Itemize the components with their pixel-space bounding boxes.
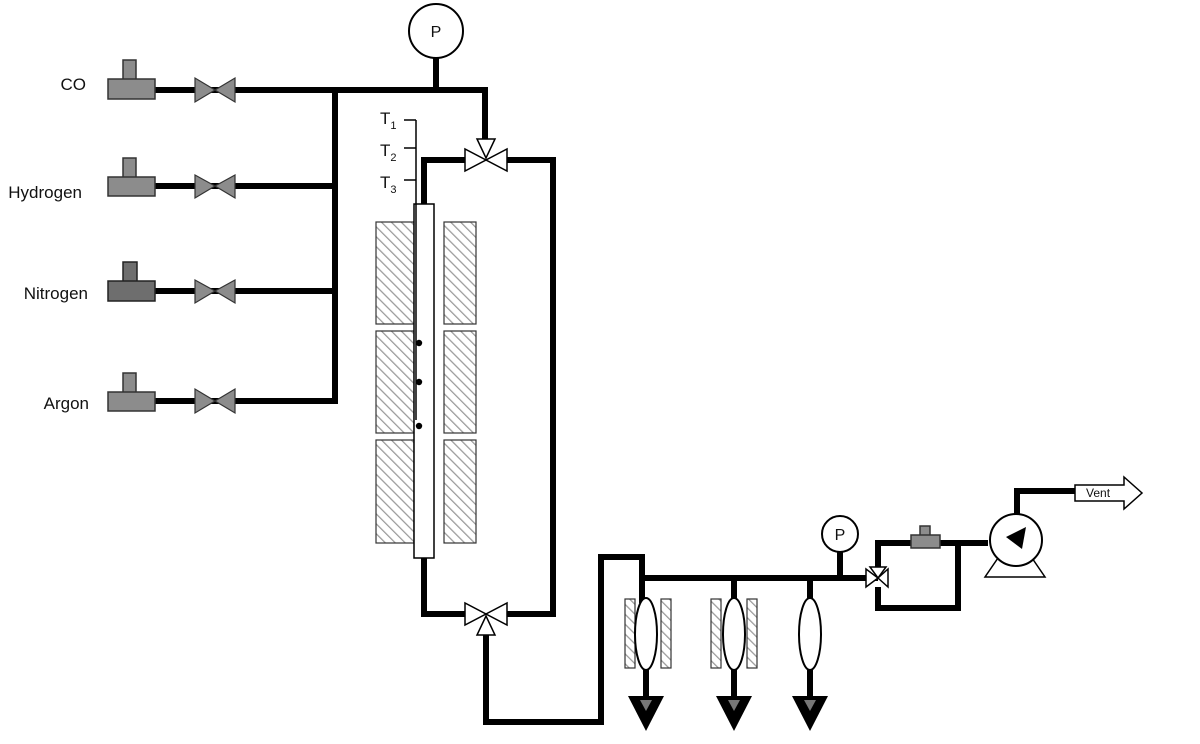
thermocouple-bundle [404, 119, 423, 430]
trap-pipes [639, 552, 878, 697]
heater-left-bottom [375, 439, 415, 544]
valve-argon-icon [194, 387, 236, 415]
vent-line [1014, 488, 1078, 525]
transfer-line [483, 554, 645, 725]
valve-co-icon [194, 76, 236, 104]
cold-trap-1 [634, 597, 658, 671]
reactor-tube [413, 203, 435, 559]
heater-left-middle [375, 330, 415, 434]
reactor-pipes [421, 157, 645, 725]
vent-label: Vent [1086, 486, 1111, 500]
trap2-jacket-right [746, 598, 758, 669]
drain-arrow-2-icon [716, 696, 752, 731]
heater-left-top [375, 221, 415, 325]
cold-trap-3 [798, 597, 822, 671]
gas-label-hydrogen: Hydrogen [8, 183, 82, 202]
heater-right-top [443, 221, 477, 325]
cold-trap-2 [722, 597, 746, 671]
mfc-hydrogen-icon [107, 157, 156, 197]
vacuum-pump-icon [983, 513, 1047, 578]
trap2-jacket-left [710, 598, 722, 669]
drain-arrow-3-icon [792, 696, 828, 731]
pump-pipes [875, 488, 1078, 611]
regulator-lower-line [875, 540, 961, 611]
thermocouple-label-t1: T1 [380, 109, 397, 132]
outlet-gauge-label: P [835, 527, 846, 544]
thermocouple-point-3 [415, 422, 423, 430]
argon-line-and-manifold [152, 87, 338, 404]
reactor-inlet-line [421, 157, 468, 208]
outlet-pressure-gauge-icon: P [821, 515, 859, 553]
heater-right-bottom [443, 439, 477, 544]
trap1-jacket-left [624, 598, 636, 669]
gas-label-argon: Argon [44, 394, 89, 413]
gas-label-co: CO [61, 75, 87, 94]
thermocouple-label-t3: T3 [380, 173, 397, 196]
heater-right-middle [443, 330, 477, 434]
outlet-small-valve-icon [865, 566, 889, 589]
bypass-line [502, 157, 556, 617]
inlet-pressure-gauge-icon: P [408, 3, 464, 59]
co-line [152, 87, 488, 143]
back-pressure-regulator-icon [910, 525, 941, 549]
vent-arrow-icon: Vent [1074, 475, 1144, 511]
mfc-argon-icon [107, 372, 156, 412]
outlet-three-way-valve-icon [464, 601, 508, 636]
thermocouple-point-1 [415, 339, 423, 347]
trap1-jacket-right [660, 598, 672, 669]
inlet-three-way-valve-icon [464, 138, 508, 173]
gas-feed-pipes [152, 55, 488, 404]
reactor-outlet-line [421, 554, 469, 617]
furnace-heaters [375, 221, 477, 544]
thermocouple-point-2 [415, 378, 423, 386]
mfc-co-icon [107, 59, 156, 100]
regulator-upper-line [875, 540, 988, 569]
inlet-gauge-label: P [431, 24, 442, 41]
valve-hydrogen-icon [194, 173, 236, 200]
drain-arrow-1-icon [628, 696, 664, 731]
valve-nitrogen-icon [194, 278, 236, 305]
gas-label-nitrogen: Nitrogen [24, 284, 88, 303]
mfc-nitrogen-icon [107, 261, 156, 302]
thermocouple-label-t2: T2 [380, 141, 397, 164]
